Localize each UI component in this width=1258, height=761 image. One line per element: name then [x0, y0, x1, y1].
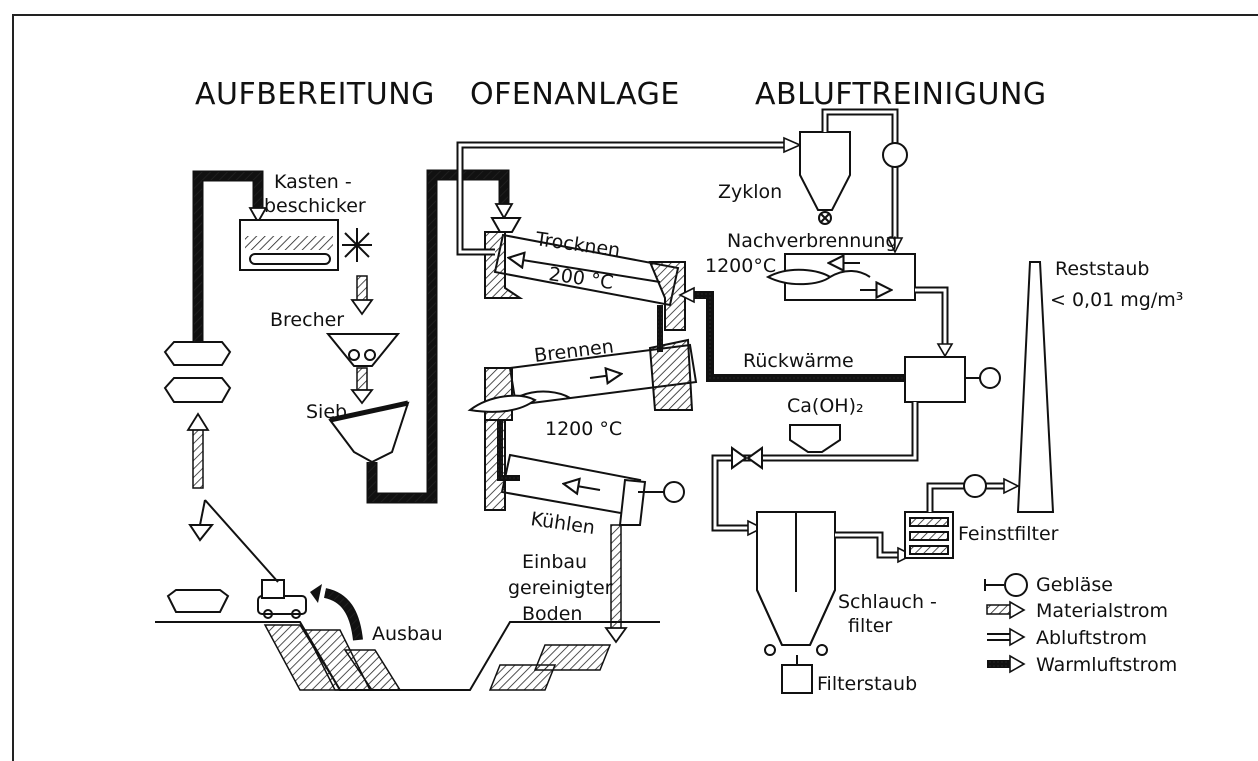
title-ofenanlage: OFENANLAGE — [470, 77, 680, 112]
feinstfilter-fine-filter — [904, 511, 954, 559]
ausbau-arrow — [310, 584, 363, 641]
label-reststaub-1: Reststaub — [1055, 258, 1149, 280]
label-feinstfilter: Feinstfilter — [958, 523, 1059, 545]
title-abluftreinigung: ABLUFTREINIGUNG — [755, 77, 1047, 112]
exhaust-to-cyclone — [456, 141, 790, 256]
label-ausbau: Ausbau — [372, 623, 443, 645]
label-schlauch-1: Schlauch - — [838, 591, 937, 613]
exhaust-to-bagfilter — [711, 402, 919, 532]
ground — [155, 621, 660, 691]
sieb-screen-icon — [328, 400, 410, 464]
label-kasten-1: Kasten - — [274, 171, 352, 193]
material-arrow-to-backfill — [604, 524, 628, 644]
material-arrow-to-brecher — [350, 275, 374, 316]
exhaust-to-heat-exchanger — [915, 286, 949, 345]
stack-chimney — [1016, 261, 1055, 513]
feed-containers — [163, 341, 232, 403]
material-conveyor-to-feeder — [192, 170, 264, 342]
label-caoh2: Ca(OH)₂ — [787, 395, 864, 417]
excavation-slopes — [263, 624, 402, 691]
heat-exchanger — [904, 356, 1001, 403]
label-temp-1200-nach: 1200°C — [705, 255, 776, 277]
kiln-inlet-arrow — [494, 203, 514, 220]
exhaust-cyclone-to-afterburner — [821, 108, 899, 240]
brecher-crusher-icon — [325, 333, 401, 367]
legend: Gebläse Materialstrom Abluftstrom Warmlu… — [984, 573, 1177, 676]
legend-geblaese-symbol — [984, 573, 1028, 597]
afterburner-inlet-arrow — [886, 237, 904, 254]
rueckwaerme-arrow — [678, 286, 695, 304]
zyklon-cyclone — [799, 131, 851, 225]
excavator-icon — [188, 499, 307, 619]
legend-warmluftstrom: Warmluftstrom — [1036, 654, 1177, 676]
label-filterstaub: Filterstaub — [817, 673, 917, 695]
cyclone-blower-icon — [882, 142, 908, 168]
backfill-soil — [488, 644, 612, 691]
legend-abluftstrom-symbol — [987, 627, 1026, 647]
legend-abluftstrom: Abluftstrom — [1036, 627, 1147, 649]
truck-icon — [166, 589, 230, 613]
figure-frame — [12, 14, 1258, 761]
bagfilter-inlet-arrow — [747, 519, 764, 537]
label-rueckwaerme: Rückwärme — [743, 350, 854, 372]
title-aufbereitung: AUFBEREITUNG — [195, 77, 435, 112]
legend-warmluftstrom-symbol — [987, 654, 1026, 674]
legend-geblaese: Gebläse — [1036, 574, 1113, 596]
heat-exchanger-inlet-arrow — [936, 343, 954, 358]
material-arrow-to-sieb — [350, 367, 374, 405]
kastenbeschicker — [239, 219, 372, 271]
label-einbau-2: gereinigter — [508, 577, 613, 599]
exhaust-to-fine-filter — [835, 531, 905, 559]
label-einbau-3: Boden — [522, 603, 582, 625]
burner-flow-arrow — [589, 374, 620, 378]
stack-inlet-arrow — [1003, 477, 1020, 495]
dryer-flow-arrow — [510, 258, 661, 283]
venturi-icon — [731, 446, 763, 470]
label-temp-1200-kiln: 1200 °C — [545, 418, 622, 440]
label-zyklon: Zyklon — [718, 181, 782, 203]
cooler-flow-arrow — [565, 484, 601, 490]
material-conveyor-to-kiln — [366, 169, 510, 504]
feeder-inlet-arrow — [248, 207, 268, 224]
cooler-blower-icon — [638, 481, 685, 503]
cyclone-inlet-arrow — [783, 136, 802, 154]
rueckwaerme-warm-air — [690, 291, 905, 382]
label-kuehlen: Kühlen — [529, 508, 596, 539]
kiln-transfer-lines — [497, 305, 663, 481]
label-einbau-1: Einbau — [522, 551, 587, 573]
legend-materialstrom: Materialstrom — [1036, 600, 1168, 622]
label-reststaub-2: < 0,01 mg/m³ — [1050, 289, 1183, 311]
nachverbrennung-afterburner — [765, 253, 916, 301]
lime-silo — [789, 424, 841, 453]
label-brecher: Brecher — [270, 309, 344, 331]
material-arrow-up — [186, 412, 210, 489]
legend-materialstrom-symbol — [986, 600, 1026, 620]
label-nachverbrennung: Nachverbrennung — [727, 230, 897, 252]
schlauchfilter-bag-filter — [756, 511, 836, 694]
burner-drum — [467, 338, 698, 421]
stack-blower-icon — [963, 474, 987, 498]
label-schlauch-2: filter — [848, 615, 892, 637]
label-kasten-2: beschicker — [264, 195, 366, 217]
